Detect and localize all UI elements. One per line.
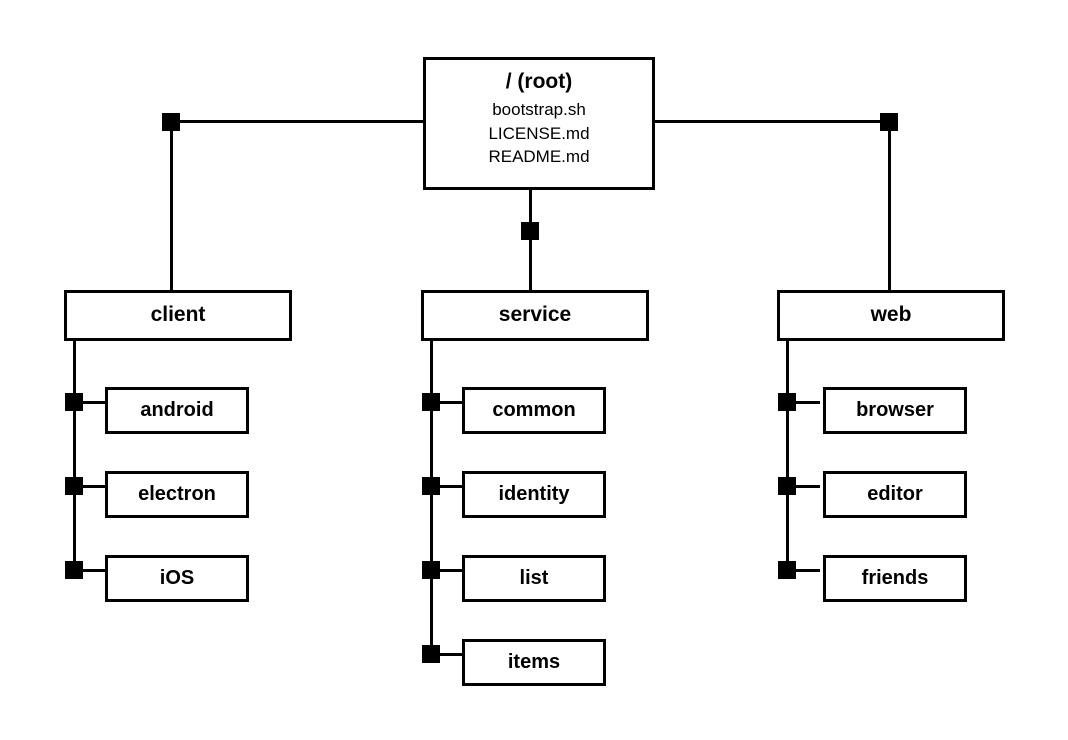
- joint-web-browser: [778, 393, 796, 411]
- node-web-editor[interactable]: editor: [823, 471, 967, 518]
- node-client-android-label: android: [140, 399, 214, 421]
- node-client-label: client: [150, 303, 206, 327]
- spine-client: [73, 339, 76, 571]
- node-root-file-1: LICENSE.md: [488, 123, 590, 143]
- joint-client-electron: [65, 477, 83, 495]
- node-root-title: / (root): [505, 70, 573, 93]
- connector-client-vertical: [170, 120, 173, 292]
- stub-service-list: [430, 569, 464, 572]
- node-service-label: service: [498, 303, 572, 327]
- connector-web-vertical: [888, 120, 891, 292]
- node-client-electron[interactable]: electron: [105, 471, 249, 518]
- node-client[interactable]: client: [64, 290, 292, 341]
- stub-client-android: [73, 401, 107, 404]
- stub-client-electron: [73, 485, 107, 488]
- node-web-editor-label: editor: [867, 483, 923, 505]
- node-client-electron-label: electron: [138, 483, 216, 505]
- node-service-list[interactable]: list: [462, 555, 606, 602]
- connector-root-to-service-vertical: [529, 188, 532, 292]
- joint-client-android: [65, 393, 83, 411]
- joint-service-list: [422, 561, 440, 579]
- stub-client-ios: [73, 569, 107, 572]
- joint-web-friends: [778, 561, 796, 579]
- stub-service-common: [430, 401, 464, 404]
- joint-web-editor: [778, 477, 796, 495]
- node-web[interactable]: web: [777, 290, 1005, 341]
- stub-service-identity: [430, 485, 464, 488]
- node-root-file-2: README.md: [488, 147, 590, 167]
- joint-service-common: [422, 393, 440, 411]
- node-service[interactable]: service: [421, 290, 649, 341]
- node-web-label: web: [870, 303, 912, 327]
- spine-service: [430, 339, 433, 655]
- connector-root-to-web-horizontal: [653, 120, 890, 123]
- node-service-items-label: items: [507, 651, 561, 673]
- joint-service-items: [422, 645, 440, 663]
- connector-root-to-client-horizontal: [170, 120, 425, 123]
- node-service-identity-label: identity: [498, 483, 570, 505]
- node-client-android[interactable]: android: [105, 387, 249, 434]
- stub-service-items: [430, 653, 464, 656]
- joint-root-service: [521, 222, 539, 240]
- node-service-common[interactable]: common: [462, 387, 606, 434]
- stub-web-friends: [786, 569, 820, 572]
- node-client-ios[interactable]: iOS: [105, 555, 249, 602]
- stub-web-browser: [786, 401, 820, 404]
- node-service-identity[interactable]: identity: [462, 471, 606, 518]
- node-service-items[interactable]: items: [462, 639, 606, 686]
- node-root[interactable]: / (root) bootstrap.sh LICENSE.md README.…: [423, 57, 655, 190]
- joint-root-web: [880, 113, 898, 131]
- stub-web-editor: [786, 485, 820, 488]
- node-web-browser-label: browser: [856, 399, 934, 421]
- spine-web: [786, 339, 789, 571]
- joint-client-ios: [65, 561, 83, 579]
- node-web-browser[interactable]: browser: [823, 387, 967, 434]
- node-client-ios-label: iOS: [159, 567, 195, 589]
- node-web-friends-label: friends: [861, 567, 929, 589]
- joint-service-identity: [422, 477, 440, 495]
- node-service-list-label: list: [519, 567, 549, 589]
- node-web-friends[interactable]: friends: [823, 555, 967, 602]
- node-root-file-0: bootstrap.sh: [492, 100, 586, 120]
- joint-root-client: [162, 113, 180, 131]
- node-service-common-label: common: [492, 399, 576, 421]
